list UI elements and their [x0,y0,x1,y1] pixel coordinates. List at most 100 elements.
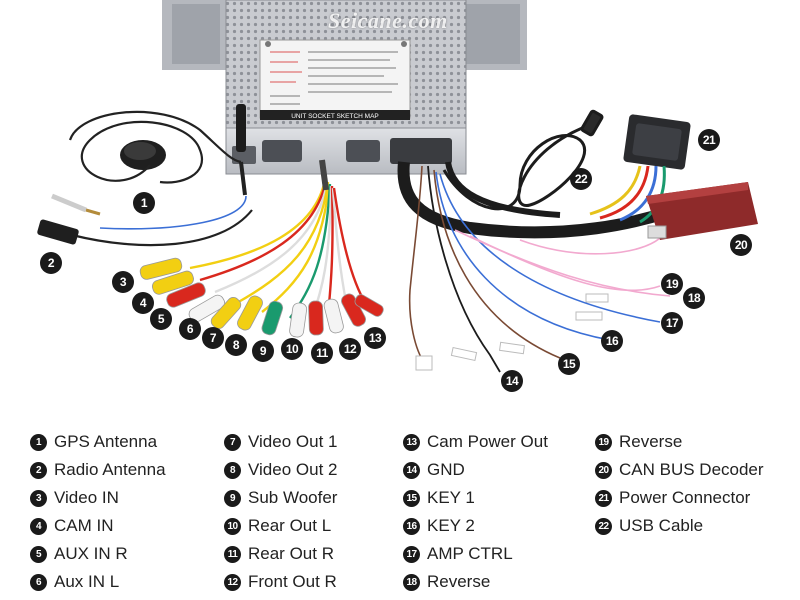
legend-label: Reverse [427,572,491,591]
number-badge: 19 [595,433,612,451]
legend-label: AMP CTRL [427,544,513,563]
wifi-antenna [236,104,246,152]
legend-item-rear-out-l: 10 Rear Out L [224,512,337,540]
legend-item-gnd: 14 GND [403,456,548,484]
wire-tags [415,293,609,371]
callout-12: 12 [339,338,361,360]
legend-label: GPS Antenna [54,432,158,451]
legend-item-amp-ctrl: 17 AMP CTRL [403,540,548,568]
gps-antenna [68,110,247,196]
legend-item-reverse-18: 18 Reverse [403,568,548,596]
legend-item-canbus-decoder: 20 CAN BUS Decoder [595,456,764,484]
number-badge: 18 [403,573,420,591]
callout-15: 15 [558,353,580,375]
legend-label: Front Out R [248,572,337,591]
number-badge: 3 [30,489,47,507]
number-badge: 17 [403,545,420,563]
legend-label: CAN BUS Decoder [619,460,764,479]
legend-label: Rear Out R [248,544,334,563]
legend-column-2: 7 Video Out 1 8 Video Out 2 9 Sub Woofer 10… [224,428,337,596]
callout-10: 10 [281,338,303,360]
legend-label: Radio Antenna [54,460,166,479]
callout-9: 9 [252,340,274,362]
number-badge: 10 [224,517,241,535]
legend-label: GND [427,460,465,479]
callout-11: 11 [311,342,333,364]
callout-20: 20 [730,234,752,256]
head-unit: UNIT SOCKET SKETCH MAP [162,0,527,175]
callout-4: 4 [132,292,154,314]
callout-2: 2 [40,252,62,274]
rca-harness [189,159,368,319]
number-badge: 8 [224,461,241,479]
legend-column-4: 19 Reverse 20 CAN BUS Decoder 21 Power Conn… [595,428,764,540]
legend-label: Rear Out L [248,516,332,535]
number-badge: 15 [403,489,420,507]
callout-19: 19 [661,273,683,295]
socket-sketch-sticker [259,39,411,119]
callout-13: 13 [364,327,386,349]
rca-plugs [139,257,384,338]
number-badge: 7 [224,433,241,451]
legend-label: KEY 2 [427,516,475,535]
number-badge: 6 [30,573,47,591]
callout-6: 6 [179,318,201,340]
legend-label: Aux IN L [54,572,120,591]
legend-label: Power Connector [619,488,751,507]
wiring-diagram: UNIT SOCKET SKETCH MAP [37,0,758,392]
legend-label: CAM IN [54,516,114,535]
legend-item-aux-in-r: 5 AUX IN R [30,540,166,568]
callout-3: 3 [112,271,134,293]
callout-16: 16 [601,330,623,352]
watermark: Seicane.com [328,8,448,33]
number-badge: 14 [403,461,420,479]
legend-item-sub-woofer: 9 Sub Woofer [224,484,337,512]
callout-5: 5 [150,308,172,330]
legend-label: Video Out 1 [248,432,338,451]
legend-item-video-out-2: 8 Video Out 2 [224,456,337,484]
callout-22: 22 [570,168,592,190]
legend-label: Reverse [619,432,683,451]
usb-cable [442,109,604,211]
sketch-map-label: UNIT SOCKET SKETCH MAP [291,113,379,120]
canbus-decoder [646,182,758,240]
callout-21: 21 [698,129,720,151]
legend-label: Video IN [54,488,119,507]
legend-item-rear-out-r: 11 Rear Out R [224,540,337,568]
number-badge: 11 [224,545,241,563]
number-badge: 20 [595,461,612,479]
legend-item-video-in: 3 Video IN [30,484,166,512]
callout-1: 1 [133,192,155,214]
legend-label: Cam Power Out [427,432,548,451]
wire-loom [397,161,703,373]
number-badge: 16 [403,517,420,535]
callout-14: 14 [501,370,523,392]
callout-18: 18 [683,287,705,309]
legend-item-video-out-1: 7 Video Out 1 [224,428,337,456]
legend-item-aux-in-l: 6 Aux IN L [30,568,166,596]
number-badge: 22 [595,517,612,535]
number-badge: 9 [224,489,241,507]
legend-label: AUX IN R [54,544,128,563]
legend-item-power-connector: 21 Power Connector [595,484,764,512]
number-badge: 21 [595,489,612,507]
legend-item-key-2: 16 KEY 2 [403,512,548,540]
legend-label: Video Out 2 [248,460,338,479]
legend-item-key-1: 15 KEY 1 [403,484,548,512]
callout-17: 17 [661,312,683,334]
number-badge: 5 [30,545,47,563]
power-connector [589,114,691,224]
callout-8: 8 [225,334,247,356]
legend-label: Sub Woofer [248,488,338,507]
legend-label: KEY 1 [427,488,475,507]
number-badge: 1 [30,433,47,451]
legend-item-gps-antenna: 1 GPS Antenna [30,428,166,456]
callout-7: 7 [202,327,224,349]
